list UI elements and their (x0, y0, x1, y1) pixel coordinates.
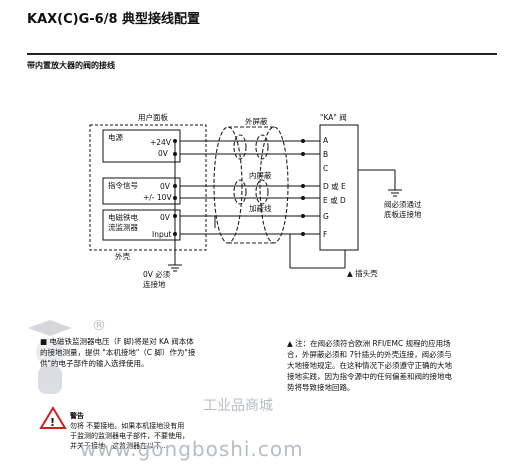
pin-g: G (323, 212, 329, 221)
power-supply-label: 电源 (108, 132, 123, 142)
registered-mark: ® (92, 318, 106, 334)
pin-d-or-e: D 或 E (323, 181, 346, 191)
solenoid-monitor-box (102, 209, 181, 241)
command-signal-box (102, 177, 181, 205)
valve-ground-line1: 阀必须通过 (384, 199, 422, 209)
junction-dots (173, 139, 305, 236)
watermark-url: www.gongboshi.com (80, 437, 304, 461)
note-right: ▲ 注：在阀必须符合欧洲 RFI/EMC 规程的应用场合，外屏蔽必须和 7针插头… (287, 339, 452, 392)
valve-box (319, 124, 359, 251)
outer-shield-right (259, 126, 289, 244)
plus24v-label: +24V (150, 138, 172, 147)
diagram-subtitle: 带内置放大器的阀的接线 (27, 61, 115, 70)
inner-shield-pair1-left (233, 134, 247, 160)
command-0v-label: 0V (160, 182, 171, 191)
outer-shield-left (213, 126, 243, 244)
solenoid-monitor-label-1: 电磁铁电 (108, 212, 138, 222)
inner-shield-label: 内屏蔽 (249, 170, 272, 180)
svg-text:!: ! (50, 416, 55, 429)
watermark-shop: 工业品商城 (203, 398, 273, 414)
inner-shield-pair1-right (255, 134, 269, 160)
enclosure-label: 外壳 (115, 251, 130, 261)
power-0v-label: 0V (158, 149, 169, 158)
valve-ground-line2: 底板连接地 (384, 209, 422, 219)
plus-minus-10v-label: +/- 10V (143, 193, 172, 202)
page-title: KAX(C)G-6/8 典型接线配置 (27, 12, 201, 27)
pin-e-or-d: E 或 D (323, 195, 346, 205)
wires (168, 140, 402, 272)
shield-wire-label: 加蔽线 (249, 203, 272, 213)
note-left: ■ 电磁铁监测器电压（F 脚)将是对 KA 阀本体的接地测量，提供 "本机接地"… (40, 337, 196, 368)
warning-title: 警告 (70, 412, 84, 420)
pin-c: C (323, 164, 328, 173)
plug-shell-label: ▲ 插头壳 (347, 268, 378, 278)
title-rule (27, 53, 497, 55)
ground-note-line1: 0V 必须 (143, 269, 171, 279)
mascot-watermark-icon (28, 320, 72, 394)
pin-a: A (323, 136, 329, 145)
solenoid-monitor-label-2: 流监测器 (108, 222, 138, 232)
pin-b: B (323, 150, 328, 159)
warning-text: 勿将 不要接地。如果本机接地没有用于监测的监测器电子部件，不要使用，并关于接地，… (70, 422, 189, 450)
warning-icon: ! (39, 406, 67, 429)
input-label: Input (152, 230, 171, 239)
user-panel-outline (89, 124, 207, 251)
shields (213, 126, 289, 244)
user-panel-label: 用户面板 (138, 112, 168, 122)
valve-label: "KA" 阀 (320, 113, 347, 122)
outer-shield-label: 外屏蔽 (245, 116, 268, 126)
inner-shield-pair2-left (233, 179, 247, 205)
command-signal-label: 指令信号 (108, 180, 138, 190)
inner-shield-pair2-right (255, 179, 269, 205)
monitor-0v-label: 0V (160, 213, 171, 222)
ground-note-line2: 连接地 (143, 279, 166, 289)
pin-f: F (323, 230, 327, 239)
power-supply-box (102, 129, 181, 163)
